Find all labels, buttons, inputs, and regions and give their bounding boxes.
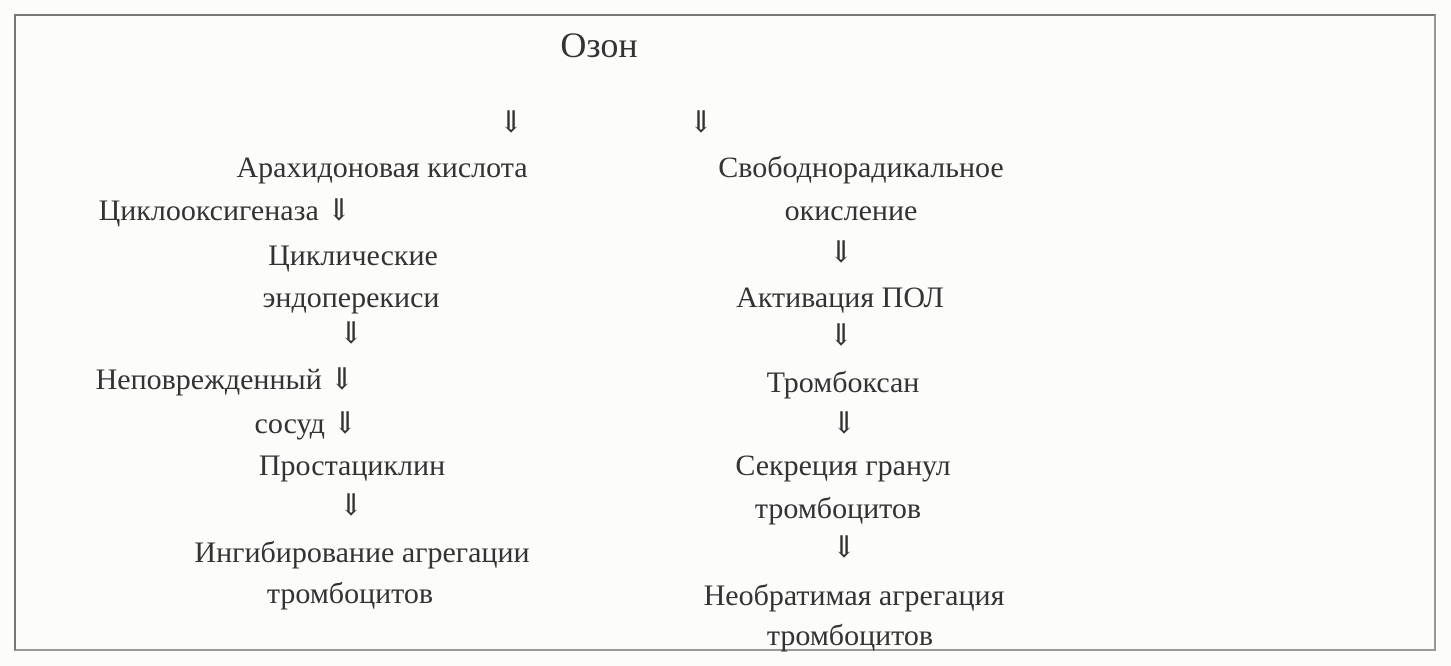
node-free-radical-line2: окисление (784, 194, 918, 227)
node-irreversible-line1: Необратимая агрегация (703, 579, 1005, 612)
node-granule-secretion-line1: Секреция гранул (735, 449, 951, 482)
node-free-radical-line1: Свободнорадикальное (718, 151, 1004, 184)
arrow-down-icon: ⇓ (498, 106, 524, 139)
arrow-down-icon: ⇓ (828, 319, 854, 352)
arrow-down-icon: ⇓ (828, 236, 854, 269)
node-irreversible-line2: тромбоцитов (766, 619, 934, 652)
arrow-down-icon: ⇓ (338, 317, 364, 350)
arrow-down-icon: ⇓ (831, 407, 857, 440)
node-thromboxane: Тромбоксан (766, 366, 920, 399)
node-prostacyclin: Простациклин (258, 449, 446, 482)
diagram-title: Озон (560, 25, 638, 65)
diagram-frame (14, 14, 1436, 651)
arrow-down-icon: ⇓ (831, 531, 857, 564)
node-inhibition-line2: тромбоцитов (266, 577, 434, 610)
node-arachidonic-acid: Арахидоновая кислота (236, 151, 528, 184)
node-cyclic-line2: эндоперекиси (262, 281, 440, 314)
arrow-down-icon: ⇓ (688, 106, 714, 139)
node-granule-secretion-line2: тромбоцитов (754, 492, 922, 525)
node-cyclooxygenase: Циклооксигеназа ⇓ (98, 194, 352, 227)
node-intact-vessel-line2: сосуд ⇓ (254, 407, 358, 440)
node-inhibition-line1: Ингибирование агрегации (194, 536, 530, 569)
node-intact-vessel-line1: Неповрежденный ⇓ (95, 363, 355, 396)
node-lpo-activation: Активация ПОЛ (736, 281, 944, 314)
arrow-down-icon: ⇓ (338, 489, 364, 522)
node-cyclic-line1: Циклические (268, 239, 438, 272)
